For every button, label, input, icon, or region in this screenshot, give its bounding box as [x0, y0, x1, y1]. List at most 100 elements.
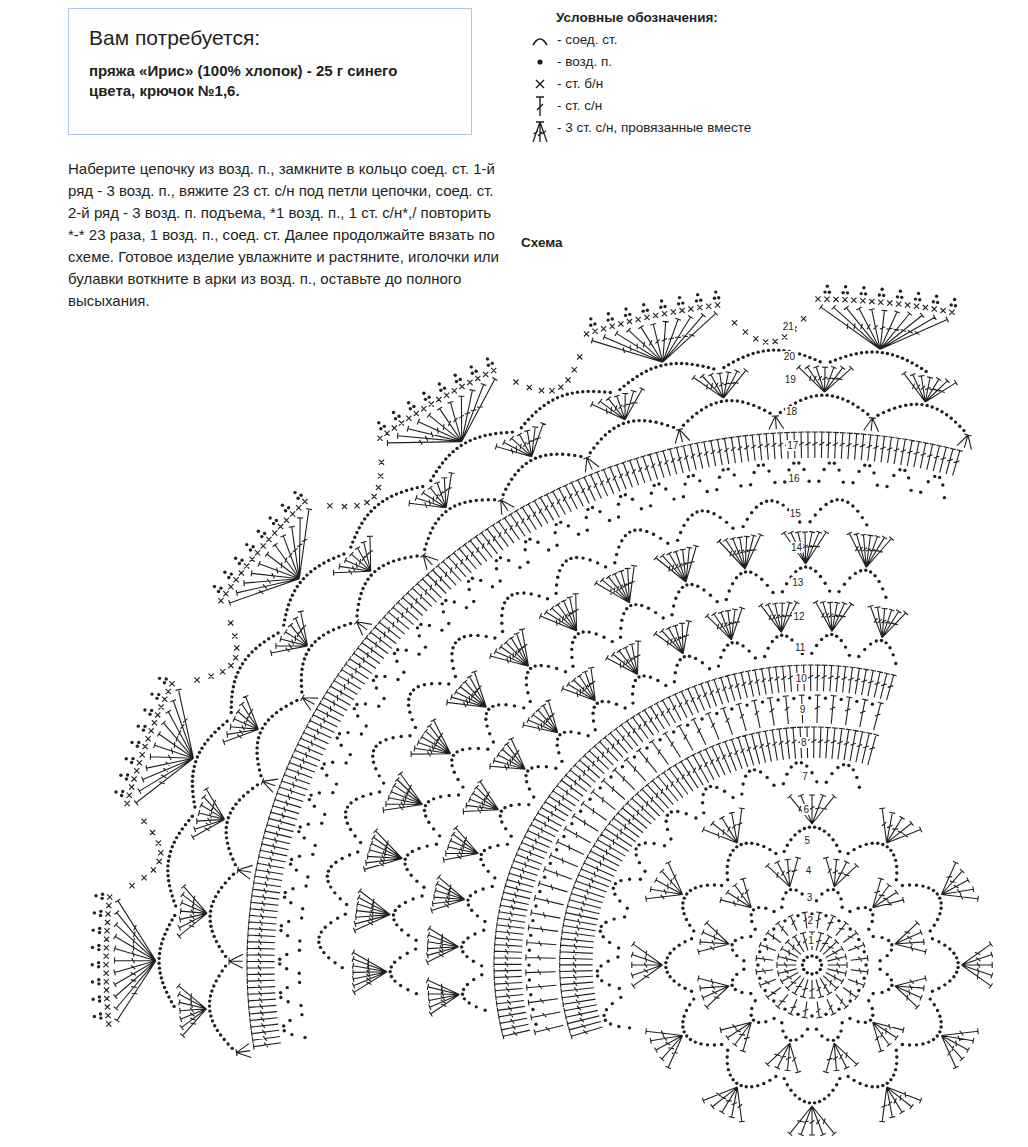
- chain-dot: [756, 963, 759, 966]
- chain-dot: [820, 963, 823, 966]
- chain-dot: [876, 483, 879, 486]
- chain-dot: [304, 884, 307, 887]
- chain-dot: [323, 813, 326, 816]
- chain-dot: [843, 583, 846, 586]
- chain-dot: [622, 612, 625, 615]
- chain-dot: [832, 888, 835, 891]
- chain-dot: [886, 1081, 889, 1084]
- chain-dot: [920, 403, 923, 406]
- row-number: 11: [794, 642, 806, 653]
- chain-dot: [722, 648, 725, 651]
- chain-dot: [779, 411, 782, 414]
- chain-dot: [864, 292, 867, 295]
- chain-dot: [900, 296, 903, 299]
- chain-dot: [664, 363, 667, 366]
- chain-dot: [329, 885, 332, 888]
- chain-dot: [730, 943, 733, 946]
- chain-dot: [783, 919, 786, 922]
- chain-dot: [278, 957, 281, 960]
- chain-dot: [94, 894, 97, 897]
- chain-dot: [721, 468, 724, 471]
- chain-dot: [267, 637, 270, 640]
- chain-dot: [493, 636, 496, 639]
- chain-dot: [364, 702, 367, 705]
- legend-text: - 3 ст. с/н, провязанные вместе: [557, 119, 772, 136]
- chain-dot: [666, 970, 669, 973]
- chain-dot: [585, 516, 588, 519]
- chain-dot: [669, 837, 672, 840]
- chain-dot: [609, 775, 612, 778]
- chain-dot: [698, 479, 701, 482]
- chain-dot: [137, 741, 140, 744]
- chain-dot: [829, 360, 832, 363]
- chain-dot: [483, 434, 486, 437]
- chain-dot: [640, 604, 643, 607]
- chain-dot: [378, 790, 381, 793]
- chain-dot: [287, 603, 290, 606]
- chain-dot: [444, 599, 447, 602]
- chain-dot: [191, 815, 194, 818]
- chain-dot: [892, 474, 895, 477]
- chain-dot: [411, 850, 414, 853]
- chain-dot: [790, 765, 793, 768]
- chain-dot: [250, 650, 253, 653]
- chain-dot: [346, 821, 349, 824]
- stitch-symbols: [91, 284, 993, 1135]
- chain-dot: [831, 838, 834, 841]
- chain-dot: [318, 791, 321, 794]
- chain-dot: [865, 843, 868, 846]
- chain-dot: [98, 931, 101, 934]
- chain-dot: [379, 427, 382, 430]
- chain-dot: [263, 532, 266, 535]
- chain-dot: [700, 717, 703, 720]
- chain-dot: [908, 883, 911, 886]
- chain-dot: [175, 836, 178, 839]
- chain-dot: [327, 956, 330, 959]
- chain-dot: [454, 675, 457, 678]
- chain-dot: [646, 308, 649, 311]
- chain-dot: [781, 1029, 784, 1032]
- chain-dot: [509, 804, 512, 807]
- chain-dot: [737, 358, 740, 361]
- chain-dot: [300, 1013, 303, 1016]
- chain-dot: [666, 828, 669, 831]
- chain-dot: [607, 700, 610, 703]
- chain-dot: [400, 928, 403, 931]
- chain-dot: [765, 499, 768, 502]
- chain-dot: [669, 362, 672, 365]
- chain-dot: [735, 1081, 738, 1084]
- chain-dot: [824, 1013, 827, 1016]
- chain-dot: [708, 667, 711, 670]
- chain-dot: [835, 498, 838, 501]
- chain-dot: [666, 424, 669, 427]
- chain-dot: [388, 970, 391, 973]
- chain-dot: [844, 285, 847, 288]
- chain-dot: [332, 557, 335, 560]
- chain-dot: [611, 640, 614, 643]
- chain-dot: [797, 461, 800, 464]
- chain-dot: [622, 422, 625, 425]
- chain-dot: [603, 390, 606, 393]
- chain-dot: [681, 1020, 684, 1023]
- chain-dot: [406, 988, 409, 991]
- chain-dot: [155, 697, 158, 700]
- chain-dot: [558, 569, 561, 572]
- chain-dot: [664, 487, 667, 490]
- chain-dot: [924, 370, 927, 373]
- chain-dot: [688, 1003, 691, 1006]
- chain-dot: [814, 513, 817, 516]
- chain-dot: [232, 873, 235, 876]
- chain-dot: [848, 654, 851, 657]
- chain-dot: [483, 1009, 486, 1012]
- chain-dot: [699, 884, 702, 887]
- chain-dot: [617, 545, 620, 548]
- chain-dot: [774, 1075, 777, 1078]
- chain-dot: [223, 1038, 226, 1041]
- chain-dot: [409, 407, 412, 410]
- chain-dot: [604, 921, 607, 924]
- chain-dot: [828, 589, 831, 592]
- chain-dot: [847, 764, 850, 767]
- chain-dot: [487, 364, 490, 367]
- chain-dot: [752, 471, 755, 474]
- chain-dot: [555, 667, 558, 670]
